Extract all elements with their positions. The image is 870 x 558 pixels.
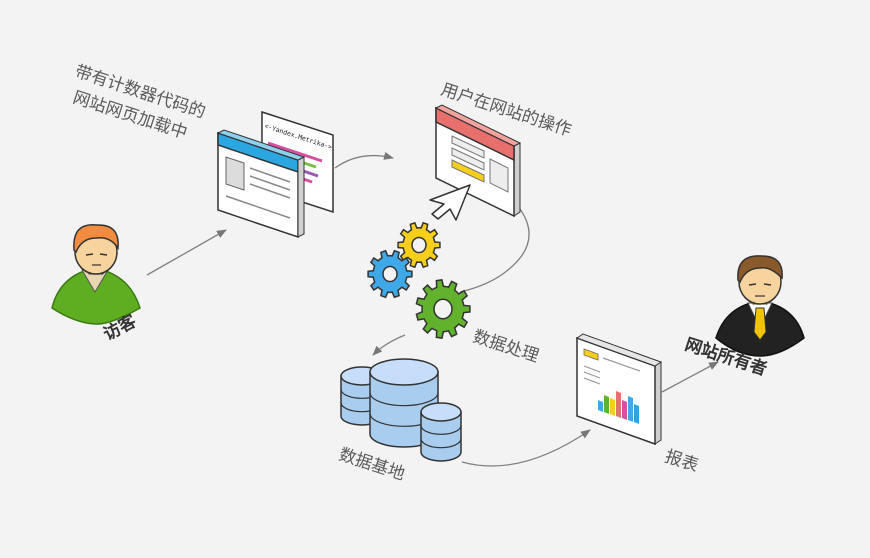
report-icon: [575, 333, 663, 446]
arrow-processing-to-database: [372, 334, 406, 356]
database-icon: [340, 358, 462, 462]
visitor-icon: [51, 223, 141, 325]
arrow-visitor-to-page: [146, 229, 227, 276]
gear-yellow-hole: [411, 236, 427, 254]
gears-icon: [367, 221, 471, 339]
browser-with-code-icon: [216, 110, 334, 239]
arrow-actions-to-processing: [459, 204, 530, 293]
site-owner-icon: [715, 255, 805, 357]
arrow-database-to-report: [461, 429, 591, 467]
gear-blue-hole: [382, 265, 398, 283]
arrow-report-to-owner: [661, 361, 719, 393]
db-cylinder-small: [420, 402, 462, 462]
flow-arrows: [146, 151, 719, 467]
gear-green-hole: [433, 298, 453, 320]
browser-form-icon: [434, 104, 522, 218]
cursor-icon: [429, 184, 471, 221]
arrow-page-to-actions: [334, 151, 394, 169]
